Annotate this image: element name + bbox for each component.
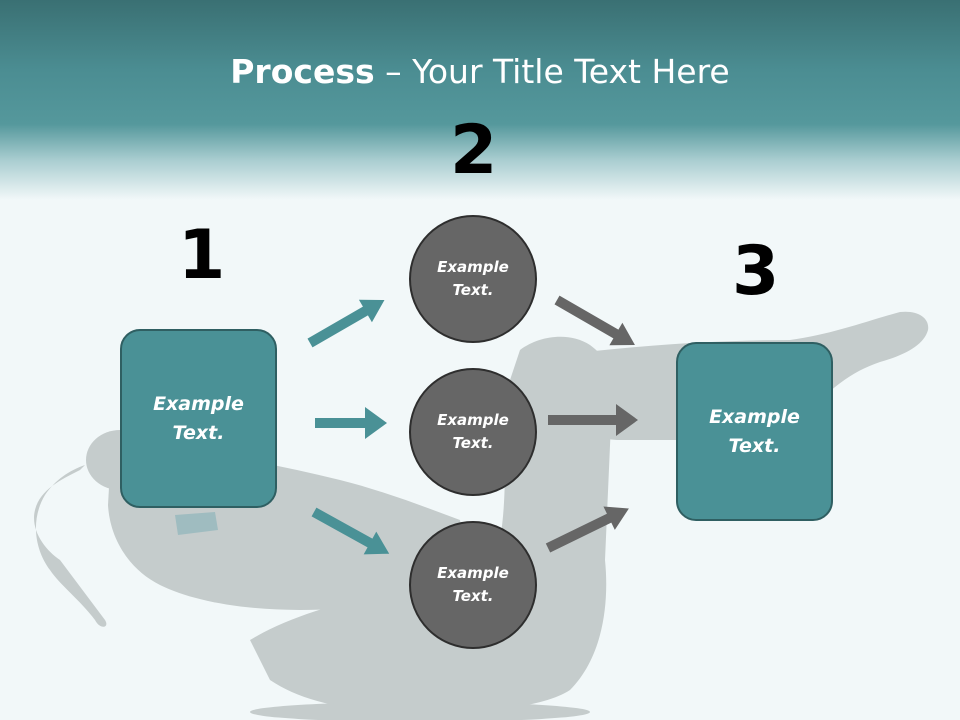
gray-arrow-up	[545, 506, 629, 553]
title-rest: – Your Title Text Here	[374, 52, 730, 91]
step-number-3: 3	[732, 232, 780, 311]
step-number-1: 1	[178, 216, 226, 295]
left-step-box: Example Text.	[120, 329, 277, 508]
teal-arrow-up	[307, 299, 385, 348]
circle-top: Example Text.	[409, 215, 537, 343]
circle-middle: Example Text.	[409, 368, 537, 496]
teal-arrow-down	[311, 507, 390, 555]
right-step-box: Example Text.	[676, 342, 833, 521]
teal-arrow-right	[315, 407, 387, 439]
header-band	[0, 0, 960, 200]
gray-arrow-down	[554, 295, 635, 346]
slide-title: Process – Your Title Text Here	[0, 52, 960, 91]
gray-arrow-right	[548, 404, 638, 436]
circle-bottom: Example Text.	[409, 521, 537, 649]
step-number-2: 2	[450, 111, 498, 190]
title-bold: Process	[230, 52, 375, 91]
